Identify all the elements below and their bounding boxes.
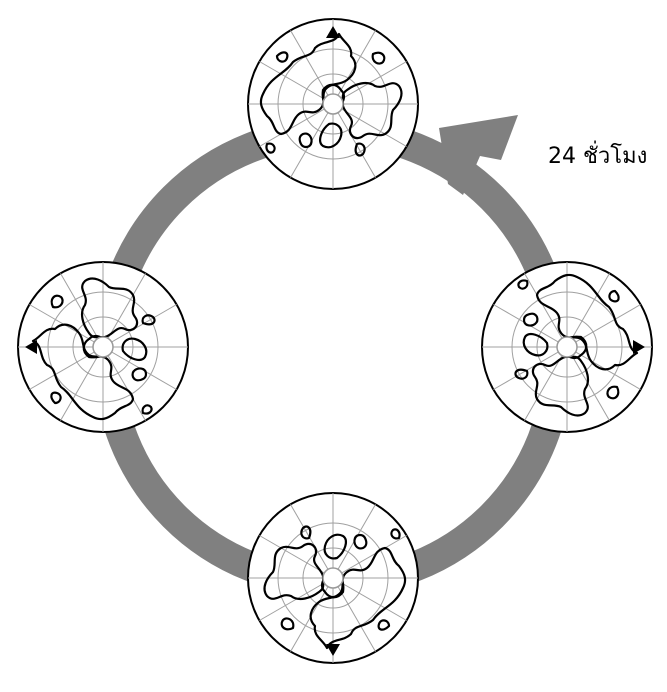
globe-bottom: [247, 492, 419, 664]
north-marker-top: [326, 26, 340, 38]
duration-label: 24 ชั่วโมง: [548, 144, 648, 169]
north-marker-bottom: [326, 644, 340, 656]
north-marker-left: [25, 340, 37, 354]
north-marker-right: [633, 340, 645, 354]
globe-left: [17, 261, 189, 433]
globe-top: [247, 18, 419, 190]
rotation-arrow-head: [439, 115, 518, 195]
globe-right: [481, 261, 653, 433]
